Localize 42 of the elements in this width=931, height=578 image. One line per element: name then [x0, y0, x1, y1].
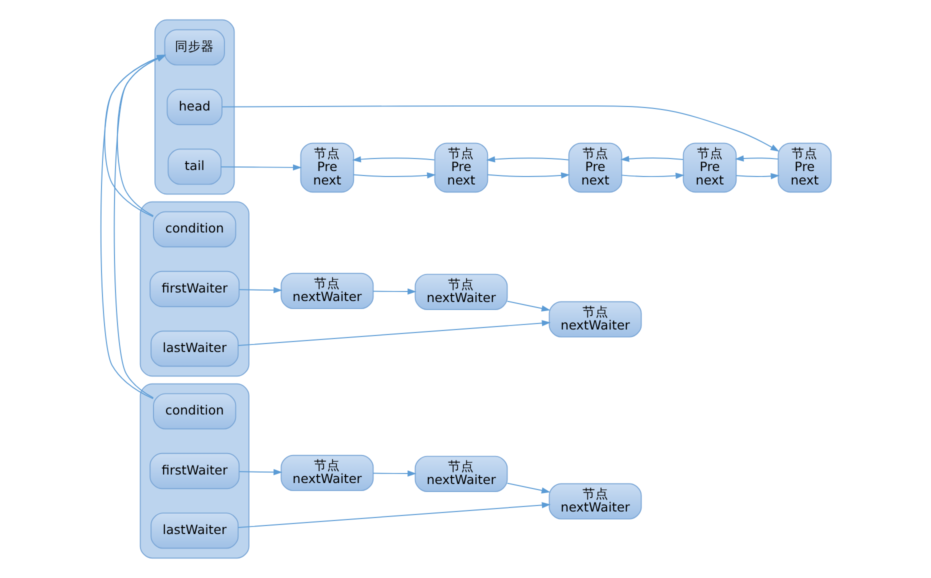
node-box: condition — [152, 211, 236, 248]
node-box: lastWaiter — [150, 512, 238, 549]
arrow — [734, 155, 778, 162]
node-box: 节点 nextWaiter — [414, 274, 508, 310]
arrow — [237, 320, 550, 346]
node-box: 节点 Pre next — [300, 142, 354, 193]
arrow — [620, 172, 684, 179]
arrow — [506, 482, 550, 494]
arrow — [486, 156, 568, 162]
node-box: 节点 nextWaiter — [548, 301, 642, 338]
node-box: 同步器 — [164, 29, 224, 66]
cluster — [139, 383, 249, 559]
node-box: 节点 Pre next — [434, 142, 488, 193]
arrow — [735, 173, 780, 180]
arrow — [352, 172, 436, 178]
node-box: 节点 nextWaiter — [414, 456, 508, 492]
node-box: 节点 nextWaiter — [548, 483, 642, 520]
arrow — [620, 156, 683, 162]
node-box: firstWaiter — [149, 270, 240, 308]
arrow — [221, 106, 779, 152]
node-box: 节点 Pre next — [568, 142, 622, 193]
cluster — [139, 201, 249, 377]
node-box: 节点 Pre next — [777, 142, 832, 193]
arrow — [100, 54, 166, 400]
node-box: firstWaiter — [149, 452, 240, 490]
arrow — [238, 469, 282, 476]
arrow — [238, 287, 282, 294]
arrow — [506, 300, 550, 312]
arrow — [237, 502, 550, 528]
arrow — [372, 288, 416, 295]
arrow — [486, 172, 570, 178]
arrow — [352, 156, 434, 162]
arrow — [104, 54, 166, 218]
arrow — [372, 470, 416, 477]
node-box: 节点 Pre next — [682, 142, 736, 193]
node-box: lastWaiter — [150, 330, 238, 367]
node-box: head — [166, 88, 222, 126]
node-box: tail — [167, 148, 222, 185]
arrow — [220, 164, 302, 171]
node-box: condition — [152, 393, 236, 430]
node-box: 节点 nextWaiter — [280, 454, 374, 492]
node-box: 节点 nextWaiter — [280, 272, 374, 310]
